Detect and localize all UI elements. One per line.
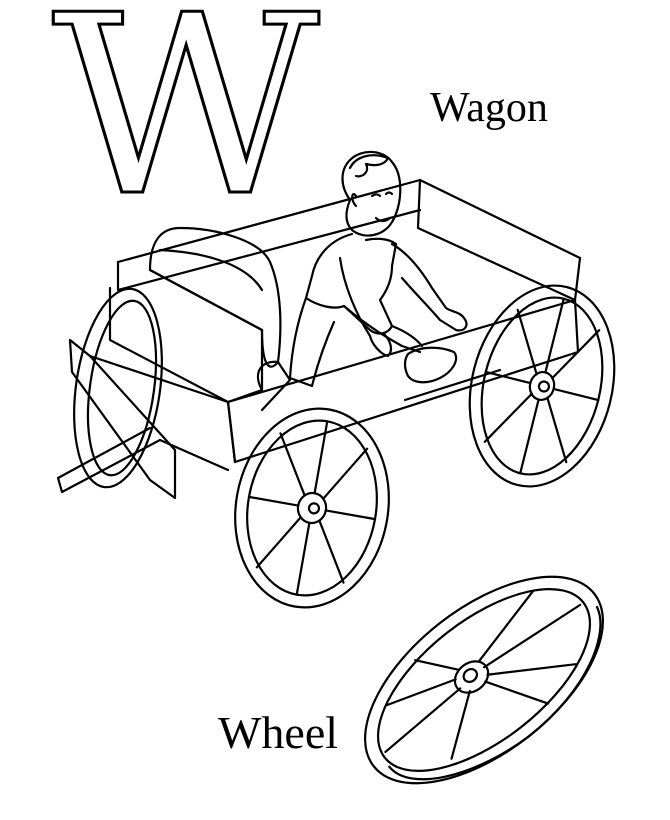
wagon-tongue (58, 428, 160, 492)
boy-pants (290, 298, 420, 386)
front-left-wheel (220, 396, 404, 619)
boy-arm-left (340, 258, 391, 356)
boy-shoe (405, 348, 456, 383)
label-wagon: Wagon (430, 85, 548, 131)
wagon-seat-back (150, 228, 280, 367)
label-wheel: Wheel (218, 707, 339, 758)
wagon-back-wall (118, 180, 580, 300)
boy-torso (306, 234, 396, 333)
boy-drawing (290, 152, 466, 386)
front-right-wheel (449, 270, 634, 502)
loose-wheel-drawing (329, 537, 638, 820)
boy-arm-right (392, 244, 466, 330)
wagon-drawing (58, 180, 580, 498)
boy-head (343, 152, 401, 236)
back-left-wheel (62, 283, 173, 493)
outlined-letter: W (50, 0, 321, 251)
